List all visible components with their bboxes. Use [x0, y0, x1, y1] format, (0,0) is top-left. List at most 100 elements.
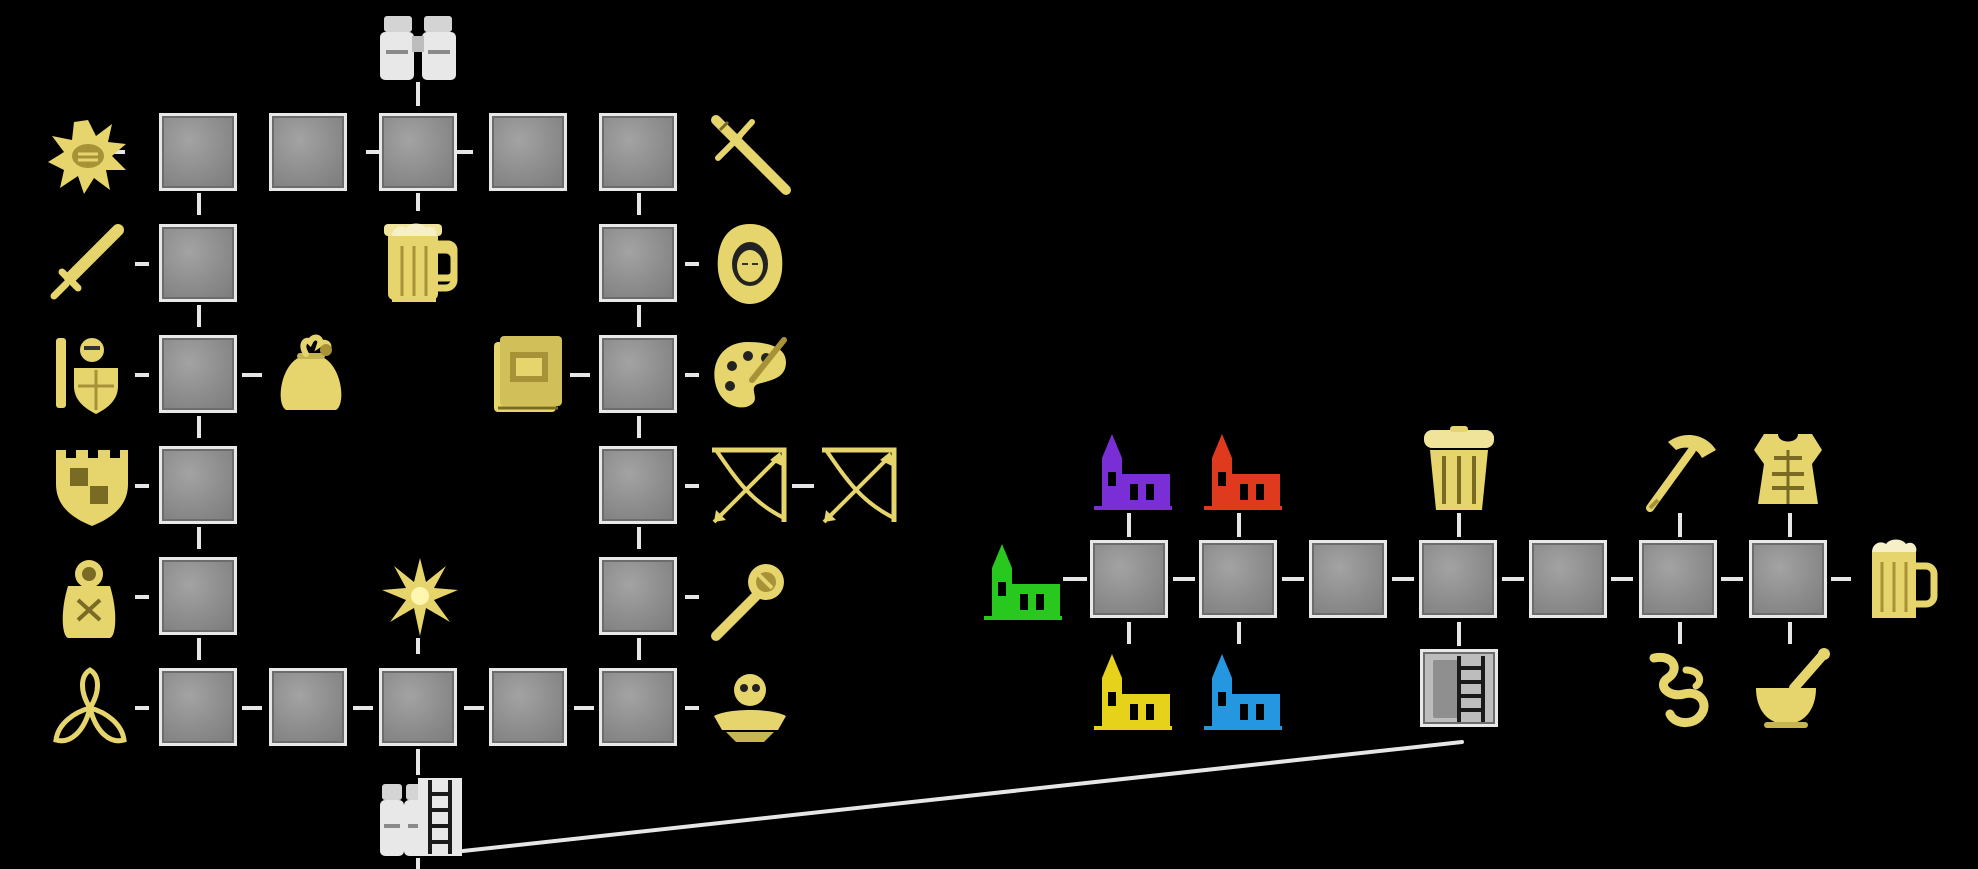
room-tile[interactable]	[159, 557, 237, 635]
bow-arrow-icon[interactable]	[708, 442, 790, 528]
link	[135, 595, 149, 599]
room-tile[interactable]	[599, 557, 677, 635]
link	[1392, 577, 1414, 581]
link	[1127, 513, 1131, 537]
money-bag-icon[interactable]	[272, 332, 350, 416]
book-icon[interactable]	[490, 334, 566, 416]
pickaxe-icon[interactable]	[1640, 426, 1722, 512]
paint-palette-icon[interactable]	[708, 336, 790, 414]
room-tile[interactable]	[599, 668, 677, 746]
castle-shield-icon[interactable]	[50, 444, 128, 528]
sword-icon[interactable]	[710, 112, 794, 196]
link	[685, 484, 699, 488]
room-tile[interactable]	[1090, 540, 1168, 618]
room-tile[interactable]	[269, 113, 347, 191]
link	[1457, 513, 1461, 537]
ladder-icon[interactable]	[1420, 649, 1498, 727]
tankard-icon[interactable]	[1860, 538, 1940, 622]
church-icon[interactable]	[1090, 652, 1172, 732]
room-tile[interactable]	[489, 113, 567, 191]
knight-shield-icon[interactable]	[50, 332, 130, 416]
room-tile[interactable]	[1309, 540, 1387, 618]
link	[1127, 622, 1131, 644]
link	[637, 305, 641, 327]
link	[197, 638, 201, 660]
hooded-figure-icon[interactable]	[710, 220, 790, 306]
room-tile[interactable]	[159, 113, 237, 191]
link	[197, 527, 201, 549]
explosion-icon[interactable]	[48, 118, 128, 194]
link	[1788, 513, 1792, 537]
room-tile[interactable]	[1419, 540, 1497, 618]
bow-arrow-icon[interactable]	[818, 442, 900, 528]
room-tile[interactable]	[489, 668, 567, 746]
link	[570, 373, 590, 377]
link	[135, 373, 149, 377]
church-icon[interactable]	[1200, 432, 1282, 512]
link	[1457, 622, 1461, 646]
room-tile[interactable]	[1749, 540, 1827, 618]
room-tile[interactable]	[269, 668, 347, 746]
link	[1063, 577, 1087, 581]
cloaked-sage-icon[interactable]	[56, 556, 122, 640]
room-tile[interactable]	[159, 446, 237, 524]
armor-vest-icon[interactable]	[1750, 430, 1826, 512]
link	[637, 638, 641, 660]
rope-icon[interactable]	[1640, 650, 1720, 732]
link	[453, 150, 473, 154]
room-tile[interactable]	[159, 224, 237, 302]
link	[416, 82, 420, 106]
room-tile[interactable]	[599, 113, 677, 191]
binoculars-icon[interactable]	[378, 10, 458, 85]
tankard-icon[interactable]	[380, 222, 460, 306]
mortar-pestle-icon[interactable]	[1750, 648, 1834, 732]
torch-icon[interactable]	[708, 558, 792, 642]
link	[1831, 577, 1851, 581]
link	[792, 484, 814, 488]
church-icon[interactable]	[980, 542, 1062, 622]
triple-leaf-icon[interactable]	[50, 667, 130, 746]
link	[135, 262, 149, 266]
link	[135, 706, 149, 710]
spark-burst-icon[interactable]	[380, 556, 460, 638]
link	[416, 749, 420, 775]
link	[637, 193, 641, 215]
link	[1721, 577, 1743, 581]
church-icon[interactable]	[1090, 432, 1172, 512]
link	[135, 484, 149, 488]
link	[574, 706, 594, 710]
room-tile[interactable]	[1639, 540, 1717, 618]
link	[1282, 577, 1304, 581]
room-tile[interactable]	[1199, 540, 1277, 618]
link	[1237, 622, 1241, 644]
link	[1788, 622, 1792, 644]
room-tile[interactable]	[159, 335, 237, 413]
link	[353, 706, 373, 710]
room-tile[interactable]	[599, 224, 677, 302]
link	[1611, 577, 1633, 581]
link	[1237, 513, 1241, 537]
link	[242, 373, 262, 377]
room-tile[interactable]	[159, 668, 237, 746]
room-tile[interactable]	[379, 668, 457, 746]
room-tile[interactable]	[599, 335, 677, 413]
link	[637, 416, 641, 438]
room-tile[interactable]	[1529, 540, 1607, 618]
ladder-icon[interactable]	[416, 776, 464, 858]
room-tile[interactable]	[599, 446, 677, 524]
link	[685, 595, 699, 599]
link	[416, 193, 420, 211]
trash-can-icon[interactable]	[1420, 426, 1498, 514]
dagger-icon[interactable]	[48, 222, 128, 302]
link	[197, 193, 201, 215]
link	[1678, 513, 1682, 537]
church-icon[interactable]	[1200, 652, 1282, 732]
link	[685, 706, 699, 710]
link	[685, 373, 699, 377]
room-tile[interactable]	[379, 113, 457, 191]
link	[366, 150, 386, 154]
skull-altar-icon[interactable]	[708, 670, 792, 744]
link	[464, 706, 484, 710]
link	[1678, 622, 1682, 644]
